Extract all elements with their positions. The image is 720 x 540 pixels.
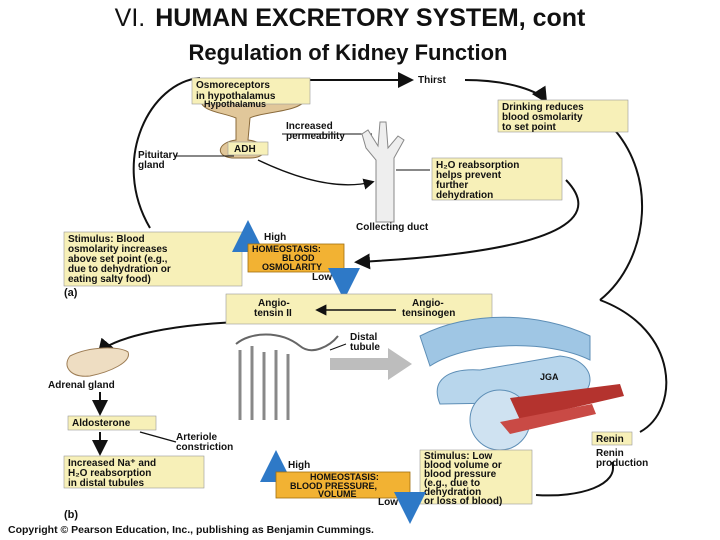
thirst-to-drinking xyxy=(464,79,548,104)
aldosterone-label: Aldosterone xyxy=(72,418,131,429)
angiotensin2-label-2: tensin II xyxy=(254,308,292,319)
hypothalamus-label: Hypothalamus xyxy=(204,99,266,109)
stimulus-b-5: dehydration xyxy=(424,487,481,498)
pituitary-label-1: Pituitary xyxy=(138,150,178,161)
stimulus-b-1: Stimulus: Low xyxy=(424,451,493,462)
renin-box xyxy=(591,431,633,446)
stimulus-a-1: Stimulus: Blood xyxy=(68,234,145,245)
na-reabs-3: in distal tubules xyxy=(68,478,145,489)
stimulus-a-2: osmolarity increases xyxy=(68,244,168,255)
high-a-label: High xyxy=(264,232,286,243)
feedback-loop-b xyxy=(599,299,668,433)
homeostasis-a-2: BLOOD xyxy=(282,253,315,263)
high-b-label: High xyxy=(288,460,310,471)
drinking-label-3: to set point xyxy=(502,122,557,133)
stimulus-b-box xyxy=(419,449,533,505)
afferent-arteriole xyxy=(510,384,624,420)
arteriole-label-1: Arteriole xyxy=(176,432,218,443)
drinking-label-2: blood osmolarity xyxy=(502,112,583,123)
angiotensinogen-label-2: tensinogen xyxy=(402,308,455,319)
stimulus-a-5: eating salty food) xyxy=(68,274,151,285)
homeostasis-b-3: VOLUME xyxy=(318,489,357,499)
stimulus-b-2: blood volume or xyxy=(424,460,502,471)
stimulus-loop-b xyxy=(97,321,241,356)
aldosterone-box xyxy=(67,415,157,431)
angiotensinogen-label-1: Angio- xyxy=(412,298,444,309)
osmoreceptors-label-2: in hypothalamus xyxy=(196,91,276,102)
stimulus-a-box xyxy=(63,231,243,287)
stimulus-a-4: due to dehydration or xyxy=(68,264,171,275)
page-subtitle: Regulation of Kidney Function xyxy=(188,40,508,65)
homeostasis-a-3: OSMOLARITY xyxy=(262,262,322,272)
homeostasis-a-1: HOMEOSTASIS: xyxy=(252,244,321,254)
zoom-arrow xyxy=(330,348,412,380)
adrenal-label: Adrenal gland xyxy=(48,380,115,391)
angiotensin-bar xyxy=(225,293,493,325)
thirst-label: Thirst xyxy=(418,75,446,86)
low-a-label: Low xyxy=(312,272,332,283)
adh-box xyxy=(227,141,269,156)
collecting-duct-label: Collecting duct xyxy=(356,222,429,233)
panel-a-label: (a) xyxy=(64,287,78,299)
low-b-label: Low xyxy=(378,497,398,508)
jga-tissue xyxy=(419,316,591,367)
osmoreceptor-box xyxy=(191,77,311,105)
section-number: VI. xyxy=(114,4,146,32)
copyright-line: Copyright © Pearson Education, Inc., pub… xyxy=(8,524,374,536)
na-reabs-2: H₂O reabsorption xyxy=(68,468,151,479)
h2o-reabs-box xyxy=(431,157,563,201)
efferent-arteriole xyxy=(500,404,596,434)
distal-tubule-label-1: Distal xyxy=(350,332,377,343)
angiotensin2-label-1: Angio- xyxy=(258,298,290,309)
page-title: VI. HUMAN EXCRETORY SYSTEM, cont xyxy=(0,4,710,33)
h2o-reabs-1: H₂O reabsorption xyxy=(436,160,519,171)
stimulus-b-4: (e.g., due to xyxy=(424,478,480,489)
nephron-sketch xyxy=(235,333,339,420)
pituitary-label-2: gland xyxy=(138,160,165,171)
h2o-reabs-2: helps prevent xyxy=(436,170,502,181)
h2o-return-loop xyxy=(354,179,580,270)
jga-label: JGA xyxy=(540,372,559,382)
homeostasis-a-box xyxy=(247,243,345,273)
increased-permeability-2: permeability xyxy=(286,131,345,142)
renin-label: Renin xyxy=(596,434,624,445)
na-reabs-1: Increased Na⁺ and xyxy=(68,458,156,469)
distal-tubule-label-2: tubule xyxy=(350,342,380,353)
adrenal-gland-shape xyxy=(66,347,129,377)
collecting-duct-shape xyxy=(361,121,405,223)
distal-pointer xyxy=(329,343,347,351)
drinking-box xyxy=(497,99,629,133)
renin-production-2: production xyxy=(596,458,648,469)
adh-arrow xyxy=(257,159,375,190)
homeostasis-b-box xyxy=(275,471,411,499)
stimulus-b-6: or loss of blood) xyxy=(424,496,502,507)
arteriole-label-2: constriction xyxy=(176,442,233,453)
homeostasis-b-2: BLOOD PRESSURE, xyxy=(290,481,377,491)
adh-label: ADH xyxy=(234,144,256,155)
homeostasis-b-1: HOMEOSTASIS: xyxy=(310,472,379,482)
renin-production-1: Renin xyxy=(596,448,624,459)
feedback-loop-a xyxy=(132,77,201,229)
na-reabs-box xyxy=(63,455,205,489)
increased-permeability-1: Increased xyxy=(286,121,333,132)
panel-b-label: (b) xyxy=(64,509,78,521)
arteriole-link xyxy=(139,431,177,443)
osmoreceptors-label-1: Osmoreceptors xyxy=(196,80,270,91)
renin-to-stimulus xyxy=(535,461,615,497)
stimulus-b-3: blood pressure xyxy=(424,469,497,480)
title-text: HUMAN EXCRETORY SYSTEM, cont xyxy=(155,4,586,32)
stimulus-a-3: above set point (e.g., xyxy=(68,254,168,265)
h2o-reabs-4: dehydration xyxy=(436,190,493,201)
drinking-label-1: Drinking reduces xyxy=(502,102,584,113)
h2o-reabs-3: further xyxy=(436,180,468,191)
drinking-return-loop xyxy=(599,119,643,301)
